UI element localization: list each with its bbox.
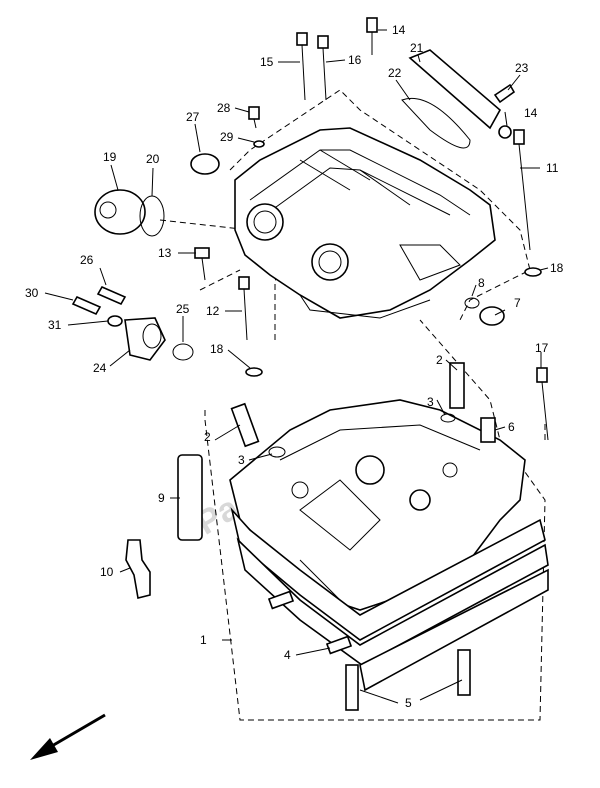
- callout-1: 1: [200, 633, 207, 647]
- guide-line-c: [274, 269, 301, 340]
- callout-4: 4: [284, 648, 291, 662]
- callout-17: 17: [535, 341, 549, 355]
- callout-3-right: 3: [427, 395, 434, 409]
- washer-18-right: [524, 267, 542, 277]
- cylinder-head-cover: [234, 127, 496, 319]
- bolt-14-top: [366, 17, 378, 33]
- bolt-16: [317, 35, 329, 49]
- bolt-17: [536, 367, 548, 383]
- spark-plug-10: [125, 539, 151, 599]
- callout-26: 26: [80, 253, 94, 267]
- stud-12: [238, 276, 250, 290]
- callout-7: 7: [514, 296, 521, 310]
- o-ring-25: [172, 343, 194, 361]
- callout-9: 9: [158, 491, 165, 505]
- bolt-28: [248, 106, 260, 120]
- callout-12: 12: [206, 304, 220, 318]
- clip-3-right: [440, 413, 456, 423]
- callout-2-right: 2: [436, 353, 443, 367]
- stud-4-a: [267, 590, 295, 610]
- callout-labels: 1 2 2 3 3 4 5 6 7 8 9 10 11 12 13 14 14 …: [25, 23, 564, 710]
- callout-6: 6: [508, 420, 515, 434]
- cap-27: [190, 153, 220, 175]
- callout-31: 31: [48, 318, 62, 332]
- callout-13: 13: [158, 246, 172, 260]
- bolt-13: [194, 247, 210, 259]
- callout-11: 11: [546, 161, 559, 175]
- callout-27: 27: [186, 110, 200, 124]
- o-ring-8: [464, 297, 480, 309]
- callout-14-top: 14: [392, 23, 406, 37]
- washer-14: [498, 125, 512, 139]
- callout-24: 24: [93, 361, 107, 375]
- callout-28: 28: [217, 101, 231, 115]
- bolt-15: [296, 32, 308, 46]
- plug-19: [94, 189, 146, 235]
- sleeve-9: [177, 454, 203, 541]
- callout-25: 25: [176, 302, 190, 316]
- callout-2-left: 2: [204, 430, 211, 444]
- callout-15: 15: [260, 55, 274, 69]
- guide-line-b: [199, 269, 241, 291]
- callout-16: 16: [348, 53, 362, 67]
- callout-21: 21: [410, 41, 424, 55]
- clip-3-left: [268, 446, 286, 458]
- gasket-plate-21: [408, 49, 502, 130]
- bolt-5-b: [457, 649, 471, 696]
- washer-31: [107, 315, 123, 327]
- direction-arrow-icon: [30, 713, 106, 760]
- callout-23: 23: [515, 61, 529, 75]
- washer-18-left: [245, 367, 263, 377]
- valve-guide-2-left: [230, 402, 260, 448]
- bolt-23: [493, 83, 516, 104]
- cylinder-head: [229, 399, 549, 692]
- callout-20: 20: [146, 152, 160, 166]
- callout-8: 8: [478, 276, 485, 290]
- callout-30: 30: [25, 286, 39, 300]
- fitting-24: [124, 317, 166, 361]
- callout-29: 29: [220, 130, 234, 144]
- callout-3-left: 3: [238, 453, 245, 467]
- screw-26: [96, 285, 127, 306]
- washer-29: [253, 140, 265, 148]
- cover-outline: [229, 89, 531, 321]
- plug-7: [479, 306, 505, 326]
- callout-18-right: 18: [550, 261, 564, 275]
- callout-18-left: 18: [210, 342, 224, 356]
- callout-10: 10: [100, 565, 114, 579]
- callout-14-right: 14: [524, 106, 538, 120]
- leader-lines: [44, 29, 549, 704]
- valve-guide-2-right: [449, 362, 465, 409]
- callout-5: 5: [405, 696, 412, 710]
- pin-6: [480, 417, 496, 443]
- cylinder-head-outline: [204, 319, 546, 721]
- screw-30: [71, 295, 102, 316]
- callout-19: 19: [103, 150, 117, 164]
- o-ring-22: [401, 97, 471, 149]
- callout-22: 22: [388, 66, 402, 80]
- bolt-5-a: [345, 664, 359, 711]
- bolt-11: [513, 129, 525, 145]
